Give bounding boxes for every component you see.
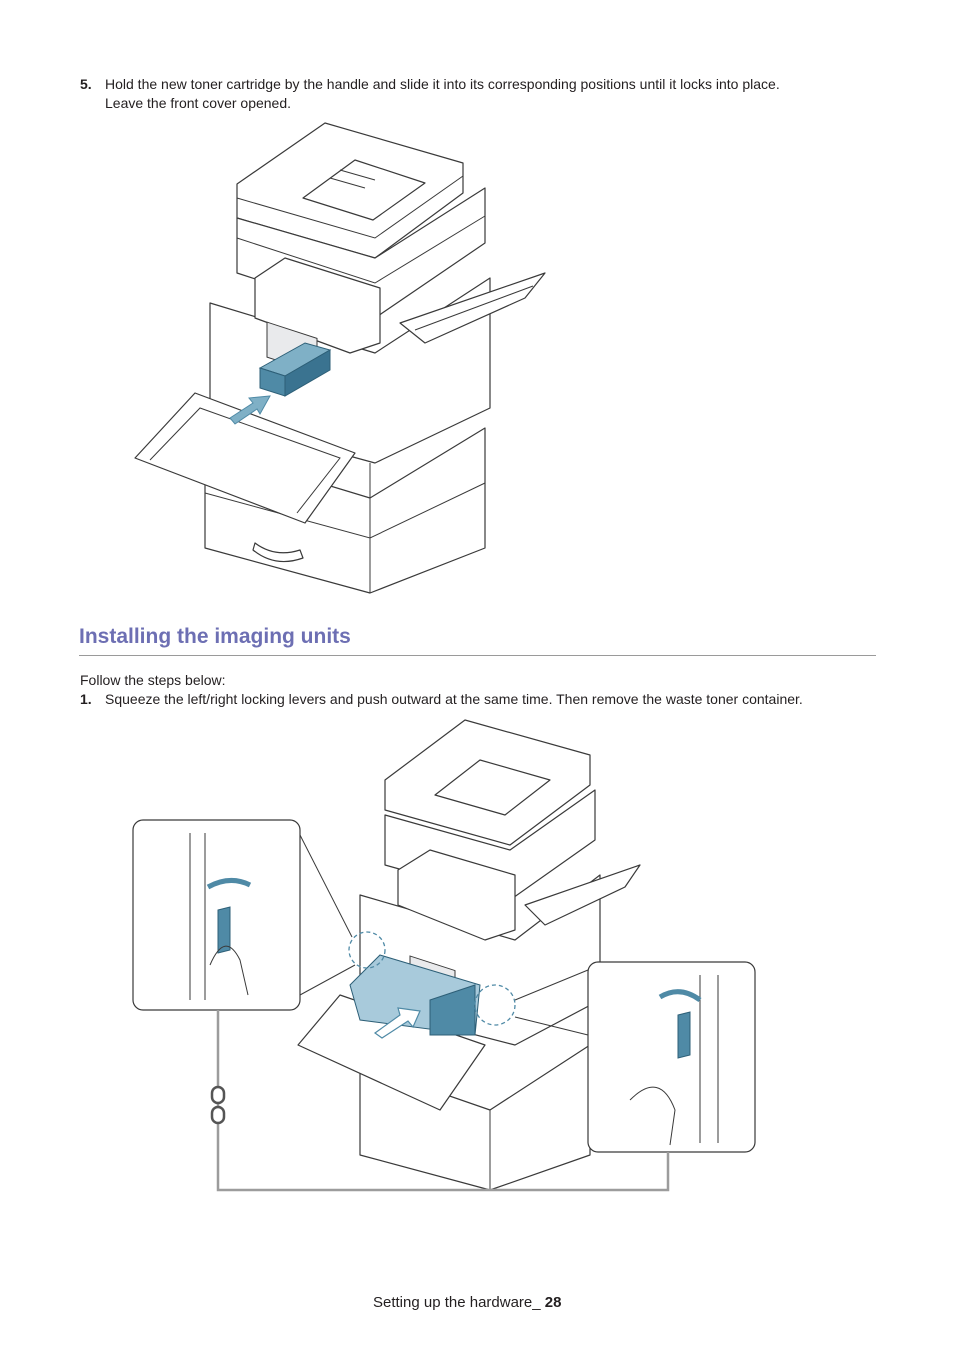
page-footer: Setting up the hardware_ 28 <box>373 1294 561 1311</box>
toner-install-figure <box>125 118 555 603</box>
intro-text: Follow the steps below: <box>80 672 226 688</box>
step-number: 5. <box>80 76 92 92</box>
page-number: 28 <box>544 1294 562 1311</box>
step-text-line-1: Hold the new toner cartridge by the hand… <box>105 76 780 92</box>
section-divider <box>79 655 876 656</box>
step-text: Squeeze the left/right locking levers an… <box>105 691 803 707</box>
printer-icon <box>132 719 756 1192</box>
step-text-line-2: Leave the front cover opened. <box>105 95 292 111</box>
footer-label: Setting up the hardware_ <box>373 1294 541 1311</box>
section-title: Installing the imaging units <box>79 625 351 648</box>
step-number: 1. <box>80 691 92 707</box>
printer-icon <box>134 122 546 594</box>
waste-toner-figure <box>130 715 760 1200</box>
